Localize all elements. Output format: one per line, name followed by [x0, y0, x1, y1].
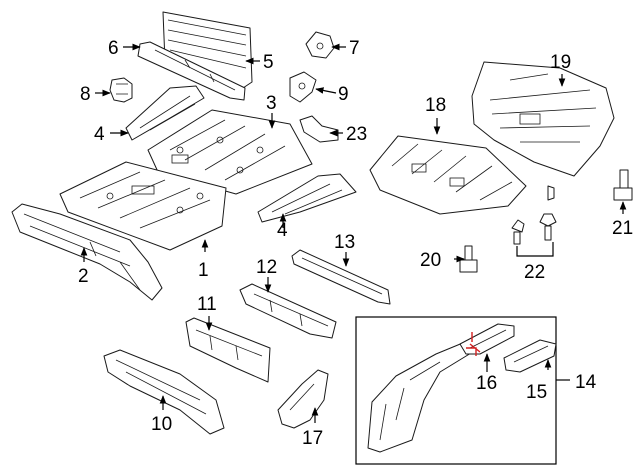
part-16-bracket	[459, 323, 515, 355]
callout-4-left: 4	[94, 124, 105, 145]
part-7-bracket	[305, 31, 335, 59]
part-12-crossmember	[239, 283, 337, 339]
part-4-right-member	[257, 173, 357, 223]
part-14-side-frame	[367, 339, 477, 453]
part-15-bracket	[503, 339, 557, 373]
part-13-crossmember	[291, 249, 391, 305]
part-8-clip	[109, 77, 133, 103]
part-4-left-member	[125, 85, 205, 141]
part-20-bolt	[459, 245, 478, 273]
inset-14	[355, 316, 557, 465]
part-9-bracket	[289, 71, 317, 103]
part-11-crossmember	[185, 317, 271, 383]
callout-21: 21	[612, 218, 633, 239]
callout-19: 19	[550, 52, 571, 73]
part-19-rear-panel	[471, 61, 615, 177]
part-3-floor-panel	[147, 109, 313, 195]
callout-16: 16	[476, 373, 497, 394]
callout-1: 1	[198, 260, 209, 281]
leader-lines	[80, 43, 627, 423]
part-18-floor	[369, 135, 527, 215]
callout-20: 20	[420, 250, 441, 271]
red-highlight-mark	[466, 332, 481, 356]
part-6-bracket	[137, 41, 246, 101]
callout-23: 23	[346, 124, 367, 145]
callout-17: 17	[302, 428, 323, 449]
callout-22: 22	[524, 262, 545, 283]
part-17-bracket	[277, 369, 329, 429]
part-22-clip-b	[511, 219, 525, 245]
part-22-clip-a	[539, 185, 557, 241]
callout-11: 11	[197, 294, 217, 315]
callout-6: 6	[108, 38, 119, 59]
callout-5: 5	[263, 52, 274, 73]
callout-15: 15	[526, 382, 547, 403]
callout-14: 14	[575, 372, 597, 393]
callout-7: 7	[349, 38, 360, 59]
callout-12: 12	[256, 257, 277, 278]
callout-13: 13	[334, 232, 355, 253]
inset-box	[355, 316, 557, 465]
callout-9: 9	[338, 84, 349, 105]
callout-4-right: 4	[277, 220, 288, 241]
callout-3: 3	[266, 93, 277, 114]
callout-2: 2	[78, 266, 89, 287]
callout-18: 18	[425, 95, 446, 116]
part-21-bolt	[613, 169, 633, 201]
part-1-rear-floor	[59, 161, 227, 251]
part-10-side-member	[103, 349, 225, 435]
callout-10: 10	[151, 414, 172, 435]
part-23-bracket	[299, 115, 339, 143]
callout-8: 8	[80, 84, 91, 105]
callout-labels: 1 2 3 4 4 5 6 7 8 9 10 11 12 13 14 15 16…	[78, 38, 633, 449]
